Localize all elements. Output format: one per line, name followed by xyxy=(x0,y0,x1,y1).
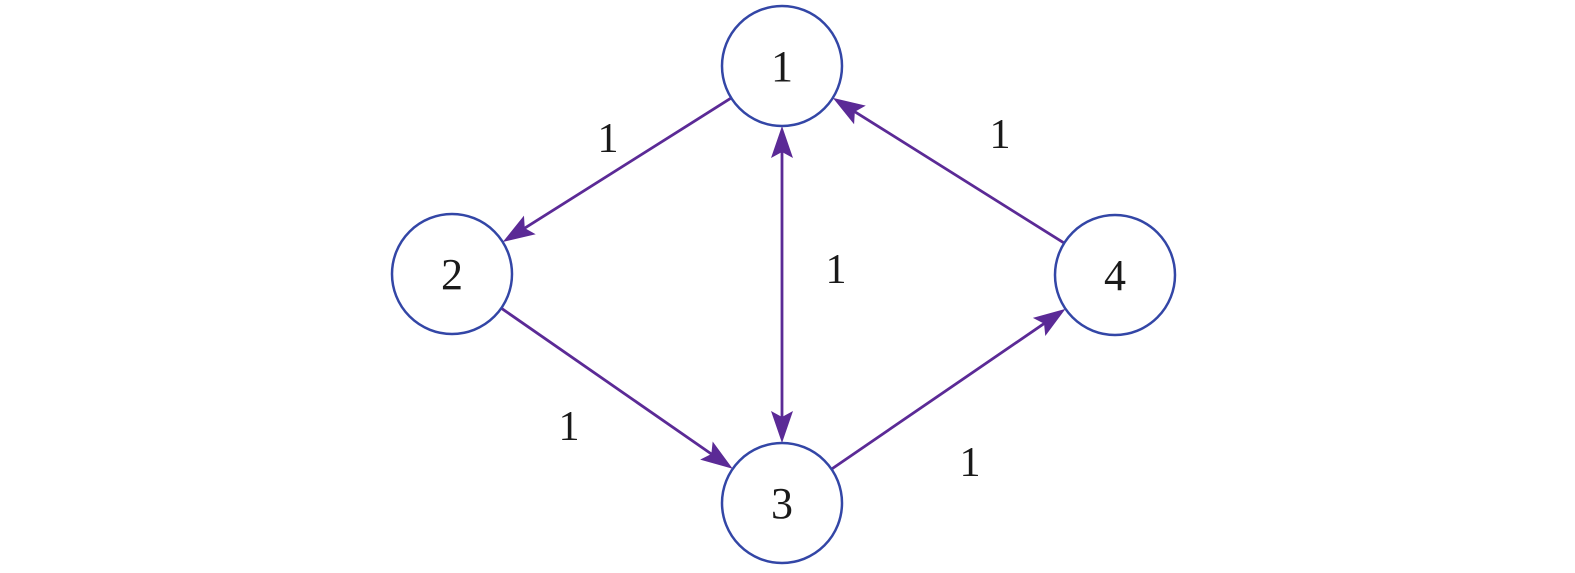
node-circle-1 xyxy=(720,4,844,128)
arrowhead-2-3-icon xyxy=(700,441,733,469)
edge-weight-2-3: 1 xyxy=(559,404,580,450)
node-circle-4 xyxy=(1053,213,1177,337)
node-2: 2 xyxy=(390,212,514,336)
node-label-3: 3 xyxy=(771,479,793,528)
node-label-4: 4 xyxy=(1104,251,1126,300)
arrowhead-1-3-icon xyxy=(771,411,793,443)
node-label-1: 1 xyxy=(771,42,793,91)
edge-4-1 xyxy=(832,97,1065,245)
edge-line-3-4 xyxy=(830,319,1050,471)
node-label-2: 2 xyxy=(441,250,463,299)
edges-layer xyxy=(500,96,1066,471)
edge-1-3 xyxy=(771,126,793,443)
edge-labels-layer: 1 1 1 1 1 xyxy=(559,112,1011,486)
edge-weight-3-4: 1 xyxy=(960,440,981,486)
edge-line-2-3 xyxy=(500,307,718,459)
nodes-layer: 1 2 3 4 xyxy=(390,4,1177,565)
edge-2-3 xyxy=(500,307,733,469)
edge-1-2 xyxy=(502,96,732,243)
edge-weight-4-1: 1 xyxy=(990,112,1011,158)
node-circle-2 xyxy=(390,212,514,336)
edge-weight-1-2: 1 xyxy=(598,116,619,162)
node-4: 4 xyxy=(1053,213,1177,337)
arrowhead-1-2-icon xyxy=(502,215,536,243)
arrowhead-3-1-icon xyxy=(771,126,793,158)
edge-3-4 xyxy=(830,308,1066,471)
node-3: 3 xyxy=(720,441,844,565)
edge-line-4-1 xyxy=(849,107,1065,245)
edge-weight-1-3: 1 xyxy=(826,247,847,293)
arrowhead-3-4-icon xyxy=(1032,308,1066,337)
node-circle-3 xyxy=(720,441,844,565)
arrowhead-4-1-icon xyxy=(832,97,866,125)
node-1: 1 xyxy=(720,4,844,128)
edge-line-1-2 xyxy=(518,96,732,233)
